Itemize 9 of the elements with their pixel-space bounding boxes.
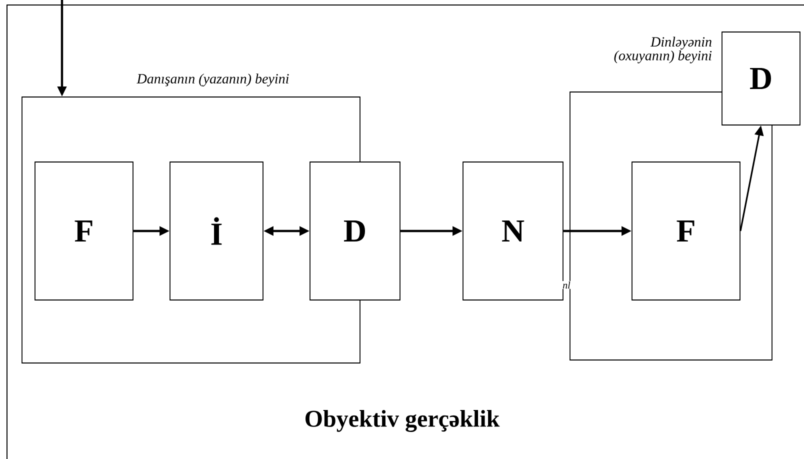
letter-box: D (722, 32, 800, 126)
letter-box: D (310, 162, 400, 300)
letter-box: F (632, 162, 740, 300)
node-label: Danışanın (yazanın) beyini (136, 74, 289, 86)
note-text: nl (562, 281, 571, 289)
letter-box: N (462, 162, 564, 300)
node-label: Dinləyənin (oxuyanın) beyini (614, 36, 712, 64)
letter-box: İ (170, 162, 264, 300)
letter-box: F (34, 162, 134, 300)
